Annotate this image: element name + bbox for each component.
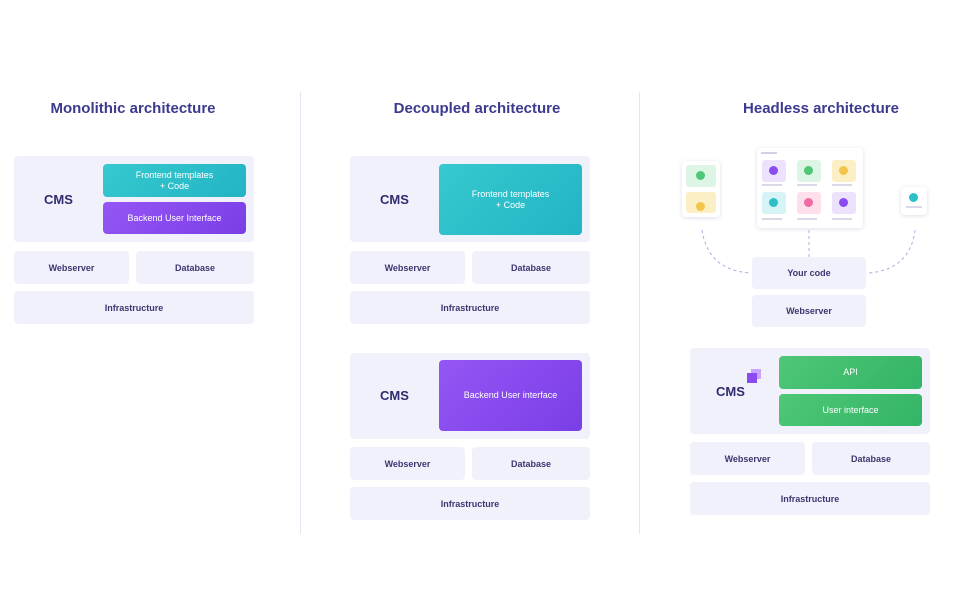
tile-caption: [832, 218, 852, 220]
browser-topbar: [761, 152, 777, 154]
tile-caption: [797, 218, 817, 220]
tile-dot-teal: [769, 198, 778, 207]
headless-webserver: Webserver: [690, 442, 805, 475]
decoupled-frontend-infrastructure: Infrastructure: [350, 291, 590, 324]
monolithic-infrastructure: Infrastructure: [14, 291, 254, 324]
decoupled-backend-webserver: Webserver: [350, 447, 465, 480]
monolithic-database: Database: [136, 251, 254, 284]
tile-caption: [762, 184, 782, 186]
mobile-dot-yellow: [696, 202, 705, 211]
user-interface-block: User interface: [779, 394, 922, 426]
grid-tile-pink: [797, 192, 821, 214]
tile-caption: [762, 218, 782, 220]
monolithic-title: Monolithic architecture: [50, 100, 216, 117]
headless-title: Headless architecture: [743, 100, 899, 117]
decoupled-frontend-webserver: Webserver: [350, 251, 465, 284]
decoupled-backend-block: Backend User interface: [439, 360, 582, 431]
grid-tile-yellow: [832, 160, 856, 182]
decoupled-title: Decoupled architecture: [393, 100, 561, 117]
mobile-tile-yellow: [686, 192, 716, 213]
tile-dot-green: [804, 166, 813, 175]
monolithic-frontend-block: Frontend templates + Code: [103, 164, 246, 197]
monolithic-cms-label: CMS: [44, 192, 73, 207]
decoupled-frontend-block: Frontend templates + Code: [439, 164, 582, 235]
decoupled-frontend-database: Database: [472, 251, 590, 284]
api-block: API: [779, 356, 922, 389]
tile-dot-purple: [769, 166, 778, 175]
decoupled-backend-database: Database: [472, 447, 590, 480]
column-divider-right: [639, 92, 640, 534]
dashed-connectors: [701, 229, 916, 274]
headless-cms-label: CMS: [716, 384, 745, 399]
tile-caption: [832, 184, 852, 186]
grid-tile-purple: [762, 160, 786, 182]
tile-dot-pink: [804, 198, 813, 207]
grid-tile-violet: [832, 192, 856, 214]
cube-icon: [747, 369, 761, 383]
tile-dot-yellow: [839, 166, 848, 175]
headless-infrastructure: Infrastructure: [690, 482, 930, 515]
your-code-box: Your code: [752, 257, 866, 289]
cube-front: [747, 373, 757, 383]
monolithic-webserver: Webserver: [14, 251, 129, 284]
watch-line: [906, 206, 922, 208]
decoupled-frontend-cms-label: CMS: [380, 192, 409, 207]
browser-window-card: [757, 148, 863, 228]
tile-caption: [797, 184, 817, 186]
mobile-device-card: [682, 161, 720, 217]
decoupled-backend-cms-label: CMS: [380, 388, 409, 403]
mobile-tile-green: [686, 165, 716, 187]
monolithic-backend-block: Backend User Interface: [103, 202, 246, 234]
column-divider-left: [300, 92, 301, 534]
mobile-dot-green: [696, 171, 705, 180]
tile-dot-violet: [839, 198, 848, 207]
grid-tile-teal: [762, 192, 786, 214]
headless-database: Database: [812, 442, 930, 475]
code-webserver-box: Webserver: [752, 295, 866, 327]
decoupled-backend-infrastructure: Infrastructure: [350, 487, 590, 520]
watch-device-card: [901, 187, 927, 215]
watch-dot-teal: [909, 193, 918, 202]
grid-tile-green: [797, 160, 821, 182]
